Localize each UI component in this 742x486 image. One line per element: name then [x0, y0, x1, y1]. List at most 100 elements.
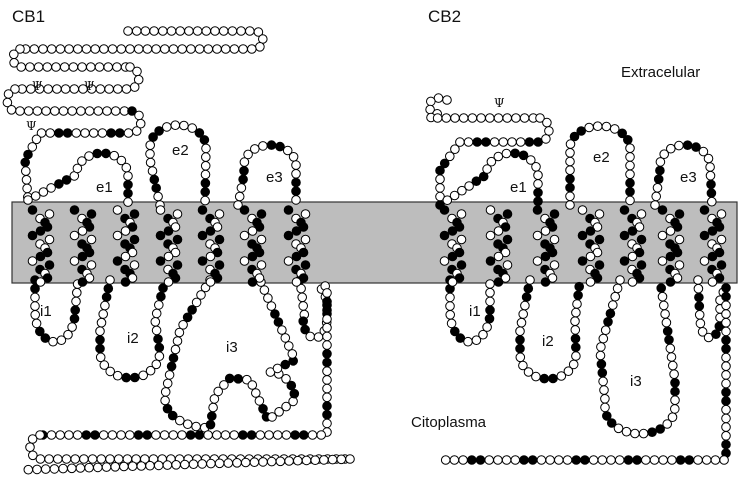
- cb2-c-terminus-chain: [537, 456, 546, 465]
- cb2-c-terminus-chain: [685, 456, 694, 465]
- cb1-c-terminus-chain: [302, 456, 311, 465]
- cb1-n-terminus-chain: [178, 45, 187, 54]
- cb1-tm-helix-2: [70, 231, 79, 240]
- cb2-e2-loop: [566, 149, 575, 158]
- cb2-n-terminus-chain: [482, 138, 491, 147]
- cb1-e3-loop: [289, 153, 298, 162]
- cb1-tm-helix-2: [78, 227, 87, 236]
- cb1-tm-helix-7: [284, 231, 293, 240]
- cb2-c-terminus-chain: [694, 276, 703, 285]
- cb1-c-terminus-chain: [265, 431, 274, 440]
- extracellular-label: Extracelular: [621, 64, 700, 81]
- cb1-i3-label: i3: [226, 339, 238, 356]
- cb1-i2-loop: [97, 318, 106, 327]
- cb1-n-terminus-chain: [130, 83, 139, 92]
- cb1-i3-loop: [281, 360, 290, 369]
- cb1-c-terminus-chain: [306, 332, 315, 341]
- cb1-c-terminus-chain: [28, 435, 37, 444]
- cb1-tm-helix-2: [78, 278, 87, 287]
- cb1-c-terminus-chain: [207, 459, 216, 468]
- cb1-e1-label: e1: [96, 179, 113, 196]
- cb1-n-terminus-chain: [34, 63, 43, 72]
- cb2-tm-helix-7: [708, 227, 717, 236]
- cb1-i3-loop: [192, 422, 201, 431]
- cb1-i3-loop: [183, 420, 192, 429]
- cb1-i2-loop: [151, 318, 160, 327]
- cb1-n-terminus-chain: [111, 107, 120, 116]
- cb1-c-terminus-chain: [120, 462, 129, 471]
- cb1-e1-loop: [85, 152, 94, 161]
- cb2-e1-loop: [534, 197, 543, 206]
- cb1-c-terminus-chain: [54, 455, 63, 464]
- cb2-i3-loop: [606, 309, 615, 318]
- cb1-i1-loop: [72, 297, 81, 306]
- cb2-c-terminus-chain: [722, 397, 731, 406]
- cb1-c-terminus-chain: [36, 455, 45, 464]
- cb1-n-terminus-chain: [107, 129, 116, 138]
- cb2-c-terminus-chain: [494, 456, 503, 465]
- cb1-e2-loop: [152, 184, 161, 193]
- cb1-i2-loop: [96, 336, 105, 345]
- cb2-n-terminus-chain: [499, 138, 508, 147]
- cb2-i1-loop: [486, 297, 495, 306]
- cb1-n-terminus-chain: [176, 27, 185, 36]
- cb1-c-terminus-chain: [323, 341, 332, 350]
- cb2-c-terminus-chain: [695, 302, 704, 311]
- cb1-i1-loop: [68, 323, 77, 332]
- cb2-tm-helix-2: [503, 261, 512, 270]
- cb2-c-terminus-chain: [572, 456, 581, 465]
- cb1-i2-loop: [122, 373, 131, 382]
- cb1-tm-helix-6: [240, 231, 249, 240]
- cb2-c-terminus-chain: [722, 318, 731, 327]
- cb1-n-terminus-chain: [4, 90, 13, 99]
- cb2-e2-loop: [566, 166, 575, 175]
- cb1-n-terminus-chain: [187, 45, 196, 54]
- cb1-glyco-mark-3: Ψ: [26, 119, 37, 133]
- cb2-c-terminus-chain: [722, 362, 731, 371]
- cb1-n-terminus-chain: [69, 63, 78, 72]
- cb1-n-terminus-chain: [91, 45, 100, 54]
- cb1-c-terminus-chain: [111, 463, 120, 472]
- cb2-c-terminus-chain: [720, 456, 729, 465]
- cb2-e3-loop: [707, 180, 716, 189]
- cb1-n-terminus-chain: [17, 63, 26, 72]
- cb1-e3-loop: [237, 184, 246, 193]
- cb2-n-terminus-chain: [477, 114, 486, 123]
- cb2-i3-loop: [671, 387, 680, 396]
- cb1-tm-helix-6: [240, 257, 249, 266]
- cb2-tm-helix-6: [658, 206, 667, 215]
- cb1-c-terminus-chain: [152, 431, 161, 440]
- cb1-tm-helix-1: [36, 252, 45, 261]
- cb2-c-terminus-chain: [722, 301, 731, 310]
- cb2-i3-loop: [658, 292, 667, 301]
- cb1-c-terminus-chain: [195, 431, 204, 440]
- cb1-tm-helix-5: [215, 235, 224, 244]
- cb1-i2-loop: [154, 335, 163, 344]
- cb2-n-terminus-chain: [451, 114, 460, 123]
- cb1-n-terminus-chain: [43, 63, 52, 72]
- cb2-tm-helix-5: [620, 206, 629, 215]
- cb2-c-terminus-chain: [722, 310, 731, 319]
- cb1-i2-loop: [131, 373, 140, 382]
- cb1-n-terminus-chain: [108, 45, 117, 54]
- cb2-i2-loop: [571, 317, 580, 326]
- cb1-n-terminus-chain: [98, 129, 107, 138]
- cb2-i2-loop: [522, 293, 531, 302]
- cb1-e3-loop: [292, 170, 301, 179]
- cb1-i2-loop: [102, 293, 111, 302]
- cb1-c-terminus-chain: [323, 323, 332, 332]
- cb1-n-terminus-chain: [22, 176, 31, 185]
- cb2-c-terminus-chain: [589, 456, 598, 465]
- cb1-tm-helix-1: [36, 227, 45, 236]
- cb2-i1-loop: [446, 293, 455, 302]
- cb1-i2-loop: [152, 360, 161, 369]
- cb1-c-terminus-chain: [50, 465, 59, 474]
- cb1-e2-loop: [146, 141, 155, 150]
- cb2-i2-loop: [526, 276, 535, 285]
- cb1-c-terminus-chain: [186, 431, 195, 440]
- cb1-tm-helix-4: [173, 261, 182, 270]
- cb2-i3-loop: [614, 424, 623, 433]
- cb2-c-terminus-chain: [441, 456, 450, 465]
- cb1-i1-loop: [31, 293, 40, 302]
- cb1-tm-helix-2: [70, 257, 79, 266]
